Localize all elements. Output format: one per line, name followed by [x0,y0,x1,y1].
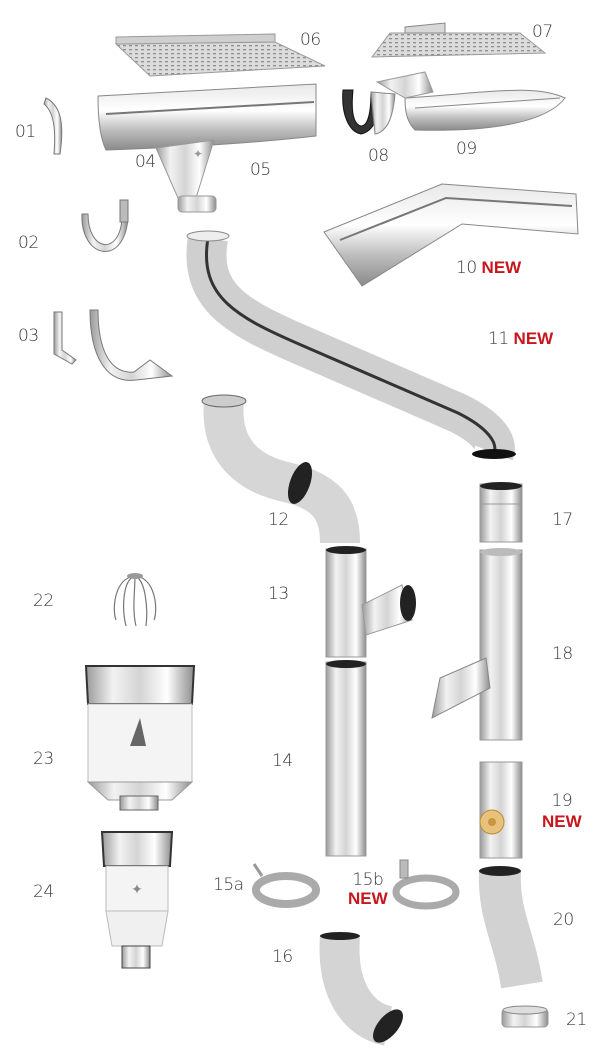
label-07: 07 [532,22,553,42]
part-13-branch [322,545,422,660]
label-24: 24 [33,882,54,902]
part-18-rain-diverter [430,548,530,743]
part-03-fascia-brackets [50,309,180,390]
part-number: 10 [456,258,477,278]
part-16-shoe-bend [318,930,408,1046]
label-20: 20 [553,910,574,930]
part-number: 19 [551,791,573,811]
part-17-pipe-socket [478,482,524,544]
part-11-offset-downpipe [186,228,528,463]
label-05: 05 [250,160,271,180]
label-16: 16 [272,947,293,967]
part-20-swan-neck [478,865,548,990]
label-01: 01 [15,122,36,142]
part-19-rainwater-collector [478,760,524,860]
svg-text:✦: ✦ [193,147,203,161]
part-21-pipe-ring [498,1003,554,1033]
part-07-leaf-guard [370,22,550,65]
new-badge: NEW [348,888,388,908]
part-number: 15b [352,870,384,890]
part-06-leaf-guard [110,33,330,80]
label-06: 06 [300,30,321,50]
label-03: 03 [18,326,39,346]
label-21: 21 [566,1010,587,1030]
new-badge: NEW [481,258,522,277]
part-number: 11 [488,329,509,349]
svg-text:✦: ✦ [131,882,143,898]
new-badge: NEW [513,329,554,348]
new-badge: NEW [542,811,582,831]
part-14-straight-downpipe [324,660,368,860]
part-09-gutter-section [375,68,570,138]
label-15a: 15a [213,875,244,895]
part-02-hanger-bracket [76,198,136,278]
label-14: 14 [272,751,293,771]
label-12: 12 [268,510,289,530]
label-04: 04 [135,152,156,172]
part-22-wire-balloon-guard [110,570,160,630]
label-02: 02 [18,233,39,253]
label-17: 17 [552,510,573,530]
label-09: 09 [456,139,477,159]
part-08-joint-connector [335,88,405,138]
part-04-gutter: ✦ [96,78,326,218]
label-23: 23 [33,749,54,769]
part-01-end-cap [42,96,66,156]
part-23-hopper-head [80,662,200,812]
label-22: 22 [33,591,54,611]
part-12-double-elbow [200,393,370,544]
label-11: 11 NEW [488,330,553,348]
part-15b-pipe-clamp-bracket [390,858,462,914]
label-10: 10 NEW [456,259,521,277]
label-08: 08 [368,146,389,166]
part-24-hopper-head-small: ✦ [98,828,178,988]
label-15b: 15b NEW [348,870,388,908]
part-10-gutter-angle [322,182,582,292]
label-18: 18 [552,644,573,664]
part-15a-pipe-clamp [250,862,322,912]
label-13: 13 [268,584,289,604]
label-19: 19 NEW [542,791,582,831]
